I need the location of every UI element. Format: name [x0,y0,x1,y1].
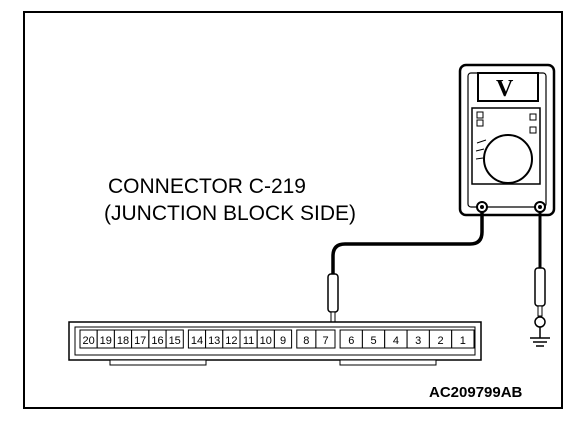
connector-label-line2: (JUNCTION BLOCK SIDE) [104,202,356,225]
probe-ground [534,267,546,328]
connector-pin-17: 17 [134,335,146,347]
connector-pin-9: 9 [280,335,286,347]
connector-pin-15: 15 [169,335,181,347]
connector-pin-3: 3 [415,335,421,347]
connector-pin-16: 16 [151,335,163,347]
figure-code: AC209799AB [429,384,523,401]
connector-pin-13: 13 [208,335,220,347]
ground-symbol-icon [530,327,550,347]
connector-pin-8: 8 [303,335,309,347]
connector-pin-cell-9 [273,329,293,349]
connector-pin-14: 14 [191,335,203,347]
meter-dial [483,134,533,184]
meter-display [477,72,539,102]
connector-pin-2: 2 [437,335,443,347]
connector-pin-4: 4 [393,335,399,347]
connector-pin-cell-1 [451,329,475,349]
probe-connector [327,273,339,329]
connector-pin-1: 1 [460,335,466,347]
connector-pin-19: 19 [100,335,112,347]
test-lead-to-connector [331,212,484,274]
connector-pin-cell-7 [315,329,336,349]
connector-pin-cell-15 [165,329,184,349]
connector-pin-5: 5 [371,335,377,347]
connector-c219: 20 19 18 17 16 15 14 13 12 11 10 9 8 7 6 5 4 3 2 1 [68,321,482,366]
connector-pin-20: 20 [82,335,94,347]
voltmeter-icon: V [458,63,556,217]
connector-pin-18: 18 [117,335,129,347]
connector-pin-7: 7 [322,335,328,347]
connector-pin-12: 12 [225,335,237,347]
meter-mode-symbol: V [496,76,514,102]
connector-pin-10: 10 [260,335,272,347]
connector-label-line1: CONNECTOR C-219 [108,175,306,198]
connector-pin-6: 6 [348,335,354,347]
connector-pin-11: 11 [243,335,254,347]
